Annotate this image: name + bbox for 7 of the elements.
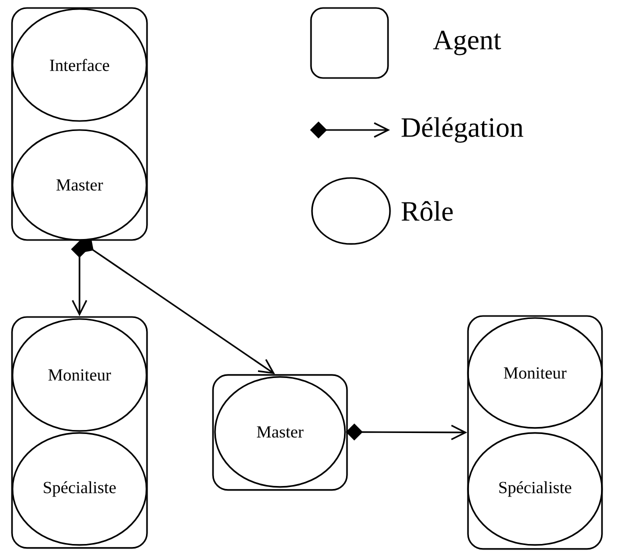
legend-entry: Agent (310, 7, 502, 79)
legend-entry: Rôle (311, 177, 453, 245)
agent-box (11, 7, 148, 241)
agent-box (467, 315, 603, 550)
agent-box (11, 316, 148, 549)
legend-entry: Délégation (310, 117, 524, 143)
delegation-arrow (80, 238, 275, 374)
